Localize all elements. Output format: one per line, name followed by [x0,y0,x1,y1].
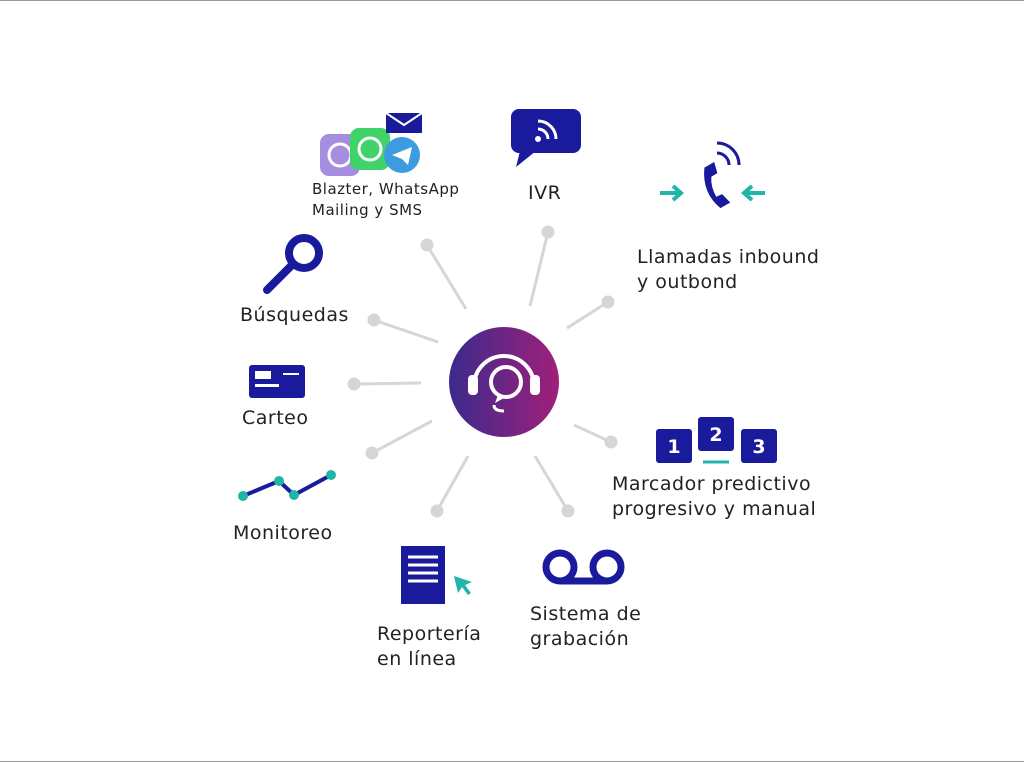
spoke-carteo [353,381,422,386]
label-grabacion: Sistema de grabación [530,602,641,652]
spoke-monitoreo [371,419,433,455]
report-document-icon [401,546,472,604]
messaging-apps-icon [320,112,423,176]
label-line: Sistema de [530,603,642,625]
search-icon [263,234,323,294]
label-line: Reportería [377,623,482,645]
label-line: progresivo y manual [612,498,817,520]
label-ivr: IVR [528,182,562,204]
dialer-digit-3: 3 [752,436,765,458]
spoke-busquedas [373,318,439,344]
label-line: Marcador predictivo [612,473,812,495]
dialer-digit-1: 1 [667,436,680,458]
label-monitoreo: Monitoreo [233,522,333,544]
label-line: Llamadas inbound [637,246,820,268]
line-chart-icon [238,470,336,501]
label-line: en línea [377,648,457,670]
label-mensajeria: Blazter, WhatsApp Mailing y SMS [312,179,459,221]
label-reporteria: Reportería en línea [377,622,481,672]
label-carteo: Carteo [242,407,309,429]
spoke-reporteria [435,455,470,512]
spoke-grabacion [533,455,570,512]
spoke-marcador [573,423,612,444]
ivr-speech-bubble-icon [511,109,581,167]
dialer-123-icon: 1 2 3 [656,417,777,464]
spokes [347,225,618,518]
phone-inbound-outbound-icon [660,141,765,209]
label-line: grabación [530,628,630,650]
dialer-digit-2: 2 [709,424,722,446]
label-line: Mailing y SMS [312,201,423,219]
label-llamadas: Llamadas inbound y outbond [637,245,819,295]
spoke-mensajeria [425,244,468,310]
label-line: Blazter, WhatsApp [312,180,460,198]
label-line: y outbond [637,271,738,293]
voicemail-icon [542,549,625,585]
card-icon [249,365,305,398]
spoke-llamadas [566,300,609,330]
label-busquedas: Búsquedas [240,304,349,326]
label-marcador: Marcador predictivo progresivo y manual [612,472,816,522]
spoke-ivr [528,231,550,307]
headset-chat-icon [449,327,559,437]
